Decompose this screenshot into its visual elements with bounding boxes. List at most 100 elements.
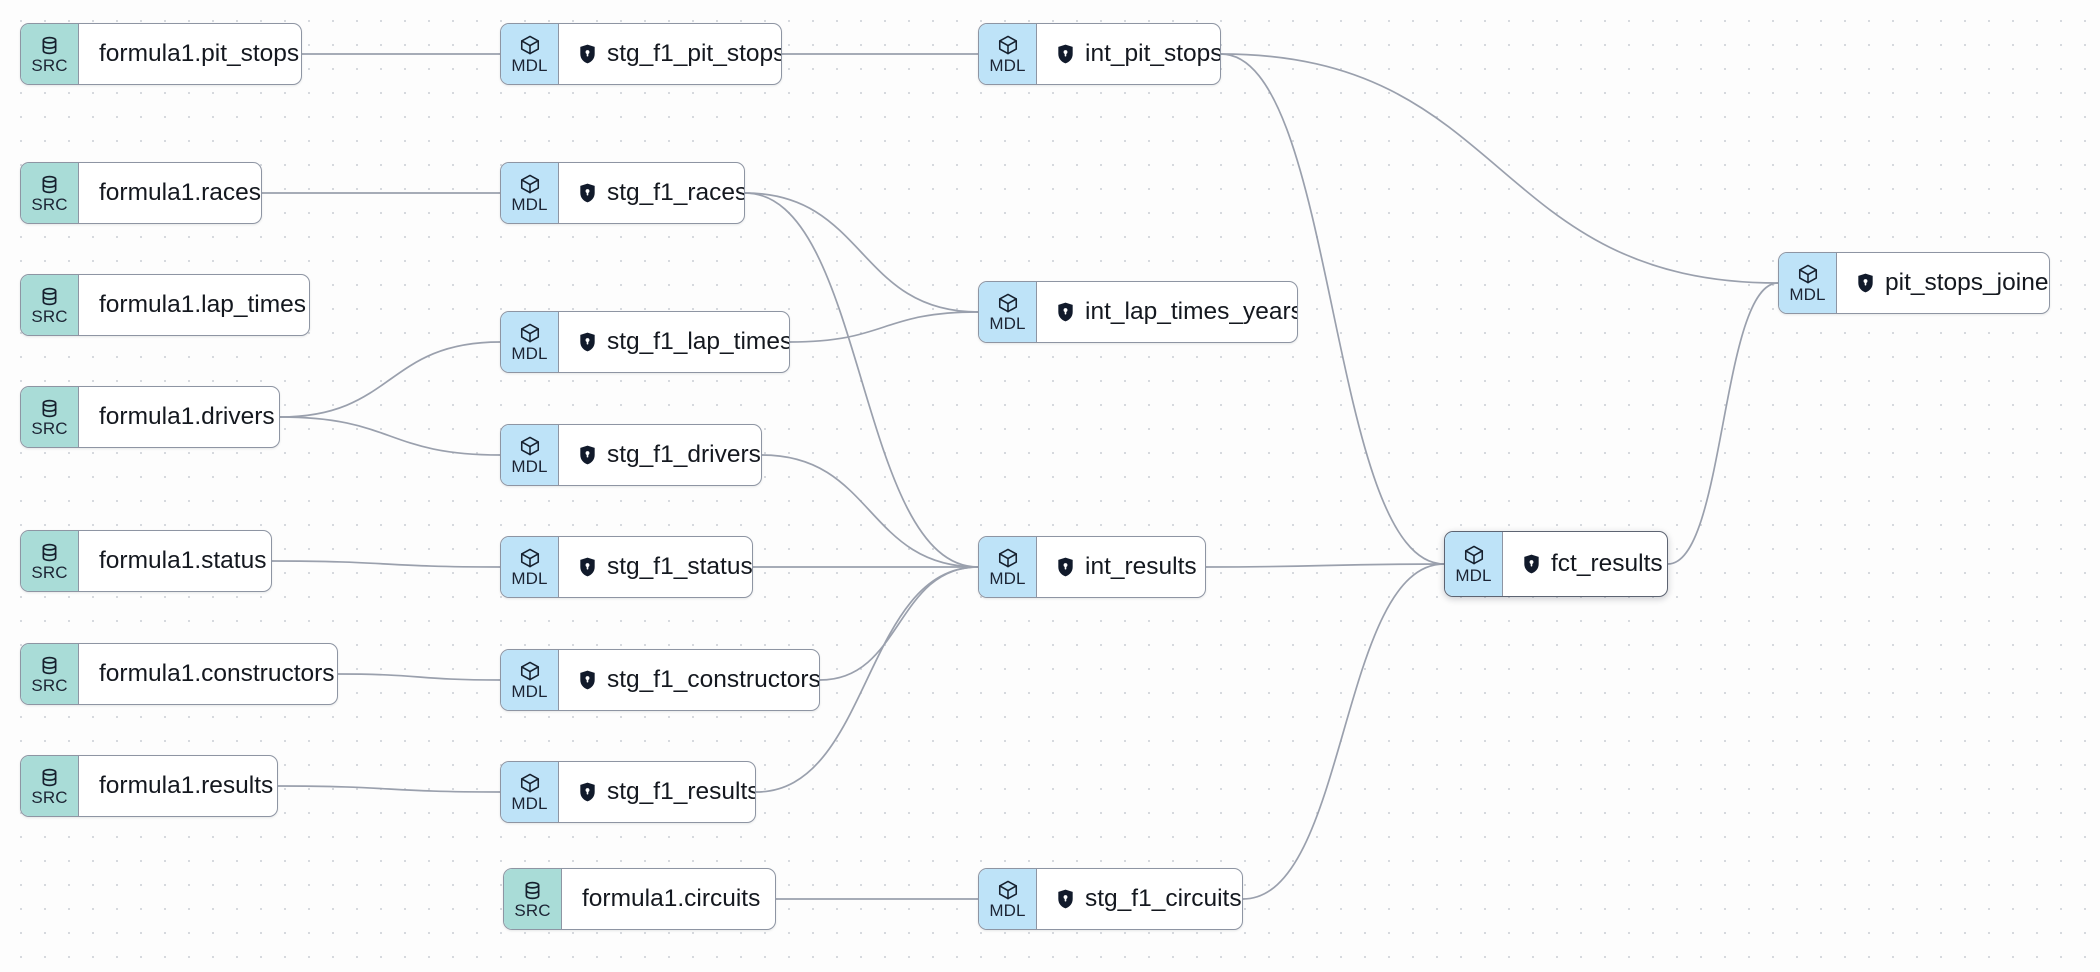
graph-node-src_results[interactable]: SRC formula1.results [20,755,278,817]
cube-icon [520,661,539,681]
node-body: pit_stops_joined [1837,253,2050,313]
shield-lock-icon [1858,273,1873,293]
node-body: stg_f1_pit_stops [559,24,782,84]
node-type-code: SRC [31,418,68,438]
database-icon [42,399,57,417]
model-type-badge: MDL [1779,253,1837,313]
node-type-code: MDL [511,56,548,75]
source-type-badge: SRC [21,756,79,816]
graph-node-src_races[interactable]: SRC formula1.races [20,162,262,224]
shield-lock-icon [580,445,595,465]
cube-icon [520,773,539,793]
database-icon [42,287,57,305]
node-type-code: MDL [989,901,1026,920]
source-type-badge: SRC [21,163,79,223]
node-type-code: SRC [31,787,68,807]
node-body: formula1.pit_stops [79,24,301,84]
node-type-code: SRC [31,675,68,695]
graph-edge-e18 [1220,53,1779,284]
model-type-badge: MDL [979,869,1037,929]
cube-icon [998,880,1017,900]
graph-node-src_lap_times[interactable]: SRC formula1.lap_times [20,274,310,336]
shield-lock-icon [580,44,595,64]
model-type-badge: MDL [501,650,559,710]
graph-node-src_circuits[interactable]: SRC formula1.circuits [503,868,776,930]
node-type-code: MDL [989,56,1026,75]
node-body: formula1.status [79,531,271,591]
model-type-badge: MDL [979,24,1037,84]
database-icon [42,175,57,193]
cube-icon [1464,545,1483,565]
node-type-code: MDL [1789,285,1826,304]
model-type-badge: MDL [501,762,559,822]
shield-lock-icon [1058,44,1073,64]
node-type-code: SRC [31,562,68,582]
graph-node-stg_results[interactable]: MDL stg_f1_results [500,761,756,823]
node-body: stg_f1_status [559,537,752,597]
graph-node-int_pit_stops[interactable]: MDL int_pit_stops [978,23,1221,85]
source-type-badge: SRC [21,644,79,704]
graph-node-src_drivers[interactable]: SRC formula1.drivers [20,386,280,448]
model-type-badge: MDL [501,163,559,223]
node-body: formula1.races [79,163,262,223]
shield-lock-icon [1058,302,1073,322]
graph-edge-e7 [277,785,501,793]
node-body: stg_f1_lap_times [559,312,789,372]
node-body: formula1.lap_times [79,275,309,335]
graph-edge-e21 [1667,282,1779,565]
graph-node-stg_pit_stops[interactable]: MDL stg_f1_pit_stops [500,23,782,85]
graph-edge-e12 [789,311,979,343]
source-type-badge: SRC [21,387,79,447]
node-type-code: MDL [511,344,548,363]
database-icon [42,36,57,54]
node-type-code: SRC [514,900,551,920]
node-type-code: MDL [1455,566,1492,585]
node-body: formula1.drivers [79,387,279,447]
cube-icon [998,293,1017,313]
cube-icon [520,548,539,568]
graph-node-pit_stops_joined[interactable]: MDL pit_stops_joined [1778,252,2050,314]
graph-node-src_constructors[interactable]: SRC formula1.constructors [20,643,338,705]
node-label: formula1.status [99,546,267,574]
node-label: formula1.results [99,771,274,799]
node-label: formula1.races [99,178,262,206]
source-type-badge: SRC [21,275,79,335]
source-type-badge: SRC [504,869,562,929]
node-label: formula1.constructors [99,659,335,687]
shield-lock-icon [1058,557,1073,577]
node-type-code: SRC [31,306,68,326]
model-type-badge: MDL [501,537,559,597]
graph-edge-e17 [1242,563,1445,900]
graph-node-stg_lap_times[interactable]: MDL stg_f1_lap_times [500,311,790,373]
node-label: pit_stops_joined [1885,268,2050,296]
cube-icon [1798,264,1817,284]
source-type-badge: SRC [21,531,79,591]
database-icon [42,656,57,674]
graph-edge-e5 [271,560,501,568]
cube-icon [520,174,539,194]
node-label: stg_f1_results [607,777,756,805]
shield-lock-icon [580,557,595,577]
database-icon [42,768,57,786]
shield-lock-icon [1524,554,1539,574]
node-body: int_results [1037,537,1205,597]
node-body: int_pit_stops [1037,24,1220,84]
node-type-code: SRC [31,194,68,214]
graph-edge-e10 [744,192,979,313]
graph-node-src_status[interactable]: SRC formula1.status [20,530,272,592]
model-type-badge: MDL [1445,532,1503,596]
node-label: formula1.circuits [582,884,761,912]
model-type-badge: MDL [501,425,559,485]
node-label: stg_f1_pit_stops [607,39,782,67]
graph-edge-e11 [744,192,979,568]
